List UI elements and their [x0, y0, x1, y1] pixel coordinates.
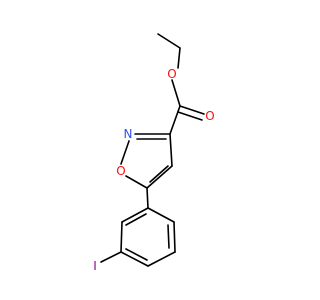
- bond-ph6-ph1: [147, 207, 175, 223]
- bond-ph5-ph6: [173, 221, 176, 253]
- bond-o-ring-c5: [125, 175, 148, 189]
- molecule-diagram: O O N O I: [93, 33, 215, 273]
- bond-c5-phenyl: [146, 187, 149, 209]
- bond-ph1-ph2-inner: [125, 213, 147, 226]
- bond-ph3-iodine: [100, 251, 122, 263]
- bond-c5-c4: [146, 165, 173, 189]
- bond-carbonyl-double-a: [179, 105, 205, 115]
- bond-carbonyl-double-b: [177, 111, 203, 121]
- bond-o-ester-carbonyl-c: [171, 79, 181, 107]
- bond-c5-c4-inner: [149, 165, 169, 183]
- atom-iodine: I: [93, 259, 97, 273]
- bond-n-o-ring: [120, 140, 130, 165]
- bond-ph1-ph2: [121, 207, 149, 223]
- bond-ch2-o-ester: [177, 47, 181, 69]
- atom-o-ring: O: [116, 164, 125, 178]
- bond-ph4-ph5: [147, 251, 176, 267]
- bond-c4-c3: [169, 133, 173, 167]
- bond-ph3-ph4: [120, 251, 149, 267]
- atom-o-carbonyl: O: [205, 109, 214, 123]
- atom-n-ring: N: [124, 127, 133, 141]
- bond-ph5-ph6-inner: [167, 224, 170, 249]
- bond-ph2-ph3: [120, 221, 123, 253]
- bond-ph3-ph4-inner: [125, 248, 148, 261]
- atom-o-ester: O: [167, 67, 176, 81]
- bond-carbonyl-c-ring-c3: [169, 105, 181, 135]
- bond-ch3-ch2: [157, 33, 181, 49]
- structure-svg: O O N O I: [93, 33, 215, 273]
